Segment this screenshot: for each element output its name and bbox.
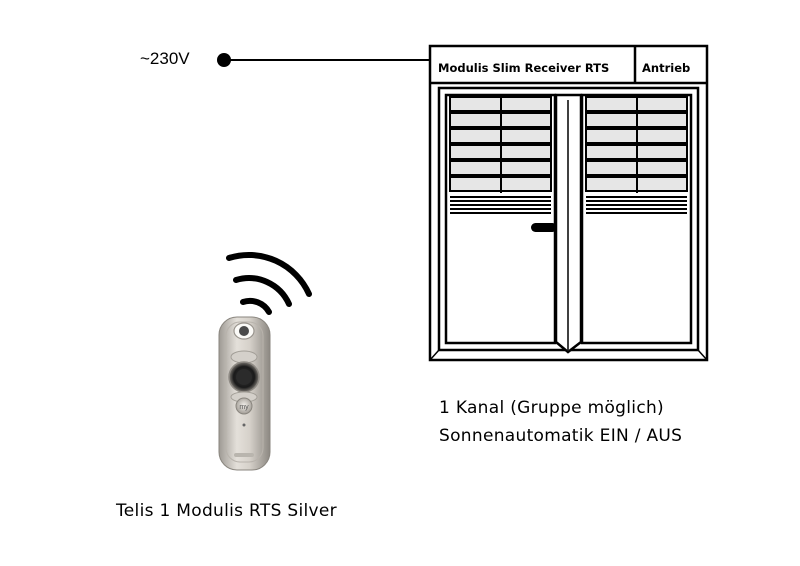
- receiver-label: Modulis Slim Receiver RTS: [438, 61, 609, 75]
- blind-left: [449, 96, 552, 193]
- blind-right: [585, 96, 688, 193]
- remote-indicator-light: [242, 423, 246, 427]
- remote-my-label: my: [239, 404, 249, 411]
- remote-my-button: [235, 397, 253, 415]
- window-handle: [531, 223, 557, 232]
- receiver-caption-channel: 1 Kanal (Gruppe möglich): [439, 398, 664, 418]
- receiver-caption-sun-automatic: Sonnenautomatik EIN / AUS: [439, 426, 683, 446]
- power-voltage-label: ~230V: [140, 49, 190, 68]
- radio-signal-icon: [226, 251, 312, 315]
- window-diagram: Modulis Slim Receiver RTS Antrieb: [428, 44, 709, 362]
- remote-up-button: [230, 350, 258, 364]
- remote-product-label: Telis 1 Modulis RTS Silver: [116, 501, 337, 521]
- remote-control: my: [218, 316, 271, 471]
- remote-logo-plate: [234, 453, 254, 457]
- blind-right-bottom-rail: [586, 196, 687, 214]
- power-connection: [217, 53, 430, 67]
- drive-label: Antrieb: [642, 61, 690, 75]
- blind-left-bottom-rail: [450, 196, 551, 214]
